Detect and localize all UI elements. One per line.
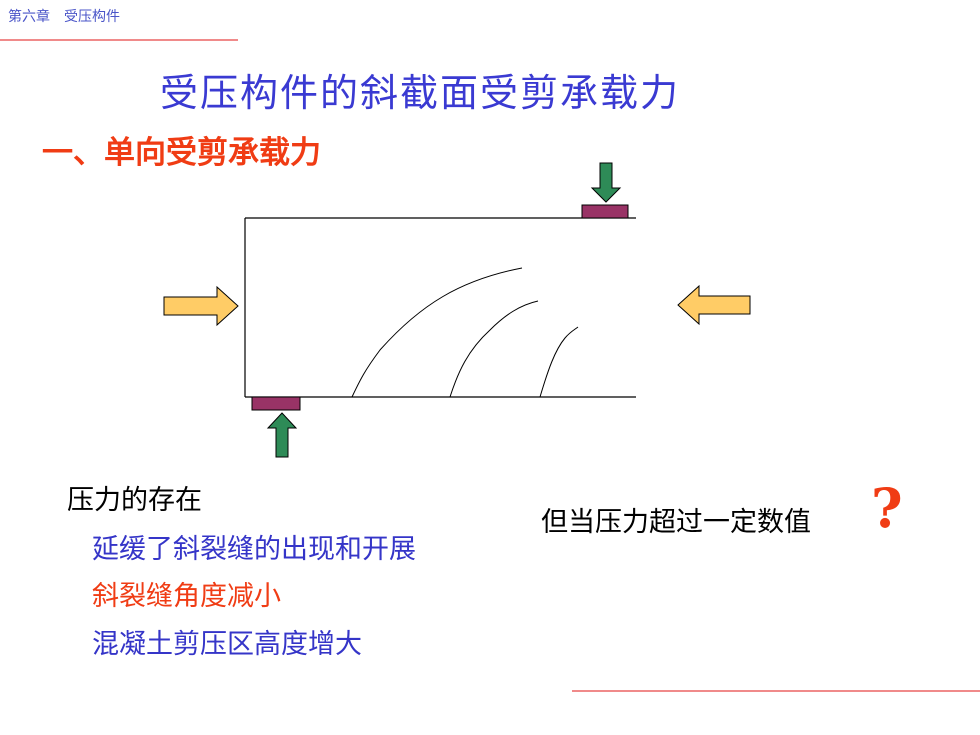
effect-item-compression-zone: 混凝土剪压区高度增大 [92, 629, 362, 660]
up-reaction-arrow-icon [266, 412, 298, 458]
top-load-plate [581, 204, 629, 219]
effect-item-angle-reduced: 斜裂缝角度减小 [92, 581, 281, 612]
top-divider [0, 39, 238, 41]
question-text: 但当压力超过一定数值 [541, 507, 811, 538]
down-load-arrow-icon [590, 162, 622, 203]
chapter-header: 第六章 受压构件 [8, 9, 120, 25]
section-heading: 一、单向受剪承载力 [42, 135, 321, 171]
pressure-lead-text: 压力的存在 [67, 485, 202, 516]
crack-3 [539, 326, 579, 398]
crack-2 [449, 300, 539, 398]
beam-outline [244, 217, 636, 398]
bottom-support-plate [251, 396, 301, 411]
question-mark: ? [871, 476, 903, 540]
slide-title: 受压构件的斜截面受剪承载力 [160, 71, 681, 115]
crack-1 [351, 267, 523, 398]
right-axial-arrow-icon [163, 285, 239, 327]
bottom-divider [572, 690, 980, 692]
effect-item-delay-cracks: 延缓了斜裂缝的出现和开展 [92, 534, 416, 565]
left-axial-arrow-icon [677, 284, 751, 326]
